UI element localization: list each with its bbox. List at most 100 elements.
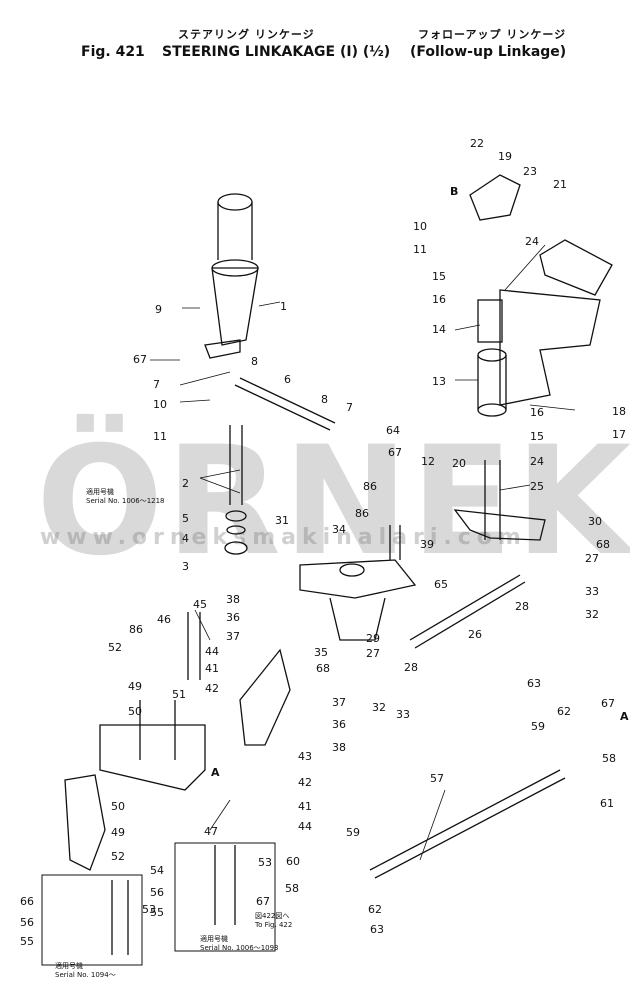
- part-number-label: 22: [470, 137, 484, 150]
- part-number-label: 37: [332, 696, 346, 709]
- part-number-label: 38: [332, 741, 346, 754]
- part-number-label: 10: [413, 220, 427, 233]
- note-line: 適用号機: [55, 962, 83, 970]
- note-line: Serial No. 1006～1093: [200, 944, 279, 952]
- title-japanese-left: ステアリング リンケージ: [178, 28, 315, 41]
- part-number-label: 19: [498, 150, 512, 163]
- part-number-label: 5: [182, 512, 189, 525]
- part-number-label: 56: [150, 886, 164, 899]
- note-line: Serial No. 1006～1218: [86, 497, 165, 505]
- part-number-label: 29: [366, 632, 380, 645]
- part-number-label: 42: [298, 776, 312, 789]
- part-number-label: 49: [128, 680, 142, 693]
- shaft-53: [214, 845, 236, 925]
- part-number-label: 67: [388, 446, 402, 459]
- left-bracket: [64, 774, 106, 871]
- part-number-label: 8: [321, 393, 328, 406]
- part-number-label: 21: [553, 178, 567, 191]
- rod-26: [409, 574, 526, 649]
- part-number-label: 65: [434, 578, 448, 591]
- arm-35: [239, 648, 291, 746]
- arm-25: [453, 509, 546, 541]
- part-number-label: 51: [172, 688, 186, 701]
- part-number-label: 13: [432, 375, 446, 388]
- part-number-label: 30: [588, 515, 602, 528]
- part-number-label: 32: [585, 608, 599, 621]
- figure-reference-note: 図422図へ To Fig. 422: [255, 912, 292, 930]
- part-number-label: 64: [386, 424, 400, 437]
- part-number-label: 56: [20, 916, 34, 929]
- part-number-label: 17: [612, 428, 626, 441]
- part-number-label: 60: [286, 855, 300, 868]
- title-japanese-right: フォローアップ リンケージ: [418, 28, 567, 41]
- part-number-label: 38: [226, 593, 240, 606]
- rod-6: [234, 377, 336, 431]
- part-number-label: 24: [530, 455, 544, 468]
- part-number-label: 16: [530, 406, 544, 419]
- part-number-label: 55: [150, 906, 164, 919]
- part-number-label: 20: [452, 457, 466, 470]
- part-number-label: 47: [204, 825, 218, 838]
- part-number-label: 67: [601, 697, 615, 710]
- part-number-label: 59: [531, 720, 545, 733]
- part-number-label: 86: [355, 507, 369, 520]
- part-number-label: 36: [226, 611, 240, 624]
- part-number-label: 57: [430, 772, 444, 785]
- part-number-label: 39: [420, 538, 434, 551]
- marker-a-right: A: [620, 710, 629, 723]
- part-number-label: 68: [596, 538, 610, 551]
- part-number-label: 27: [585, 552, 599, 565]
- part-number-label: 9: [155, 303, 162, 316]
- part-number-label: 26: [468, 628, 482, 641]
- serial-note-1: 適用号機 Serial No. 1006～1218: [86, 488, 165, 506]
- part-number-label: 1: [280, 300, 287, 313]
- part-number-label: 63: [370, 923, 384, 936]
- serial-note-2: 適用号機 Serial No. 1006～1093: [200, 935, 279, 953]
- part-number-label: 62: [557, 705, 571, 718]
- watermark-brand: ÖRNEK: [36, 415, 630, 589]
- part-number-label: 61: [600, 797, 614, 810]
- part-number-label: 15: [530, 430, 544, 443]
- part-number-label: 31: [275, 514, 289, 527]
- part-number-label: 28: [515, 600, 529, 613]
- figure-number: Fig. 421: [81, 44, 145, 60]
- note-line: To Fig. 422: [255, 921, 293, 929]
- part-number-label: 86: [363, 480, 377, 493]
- part-number-label: 59: [346, 826, 360, 839]
- part-number-label: 7: [346, 401, 353, 414]
- steering-column-part: [204, 193, 259, 359]
- part-number-label: 6: [284, 373, 291, 386]
- part-number-label: 4: [182, 532, 189, 545]
- part-number-label: 49: [111, 826, 125, 839]
- part-number-label: 14: [432, 323, 446, 336]
- part-number-label: 68: [316, 662, 330, 675]
- part-number-label: 28: [404, 661, 418, 674]
- part-number-label: 2: [182, 477, 189, 490]
- part-number-label: 42: [205, 682, 219, 695]
- part-number-label: 50: [111, 800, 125, 813]
- part-number-label: 24: [525, 235, 539, 248]
- part-number-label: 58: [285, 882, 299, 895]
- figure-subtitle: (Follow-up Linkage): [410, 44, 567, 60]
- part-number-label: 23: [523, 165, 537, 178]
- part-number-label: 35: [314, 646, 328, 659]
- part-number-label: 10: [153, 398, 167, 411]
- marker-a-left: A: [211, 766, 220, 779]
- part-number-label: 15: [432, 270, 446, 283]
- part-number-label: 41: [298, 800, 312, 813]
- part-number-label: 3: [182, 560, 189, 573]
- part-number-label: 67: [133, 353, 147, 366]
- marker-b: B: [450, 185, 459, 198]
- part-number-label: 44: [205, 645, 219, 658]
- part-number-label: 63: [527, 677, 541, 690]
- part-number-label: 86: [129, 623, 143, 636]
- part-number-label: 55: [20, 935, 34, 948]
- part-number-label: 12: [421, 455, 435, 468]
- note-line: 適用号機: [200, 935, 228, 943]
- arm-47: [99, 724, 206, 791]
- part-number-label: 33: [396, 708, 410, 721]
- part-number-label: 37: [226, 630, 240, 643]
- part-number-label: 16: [432, 293, 446, 306]
